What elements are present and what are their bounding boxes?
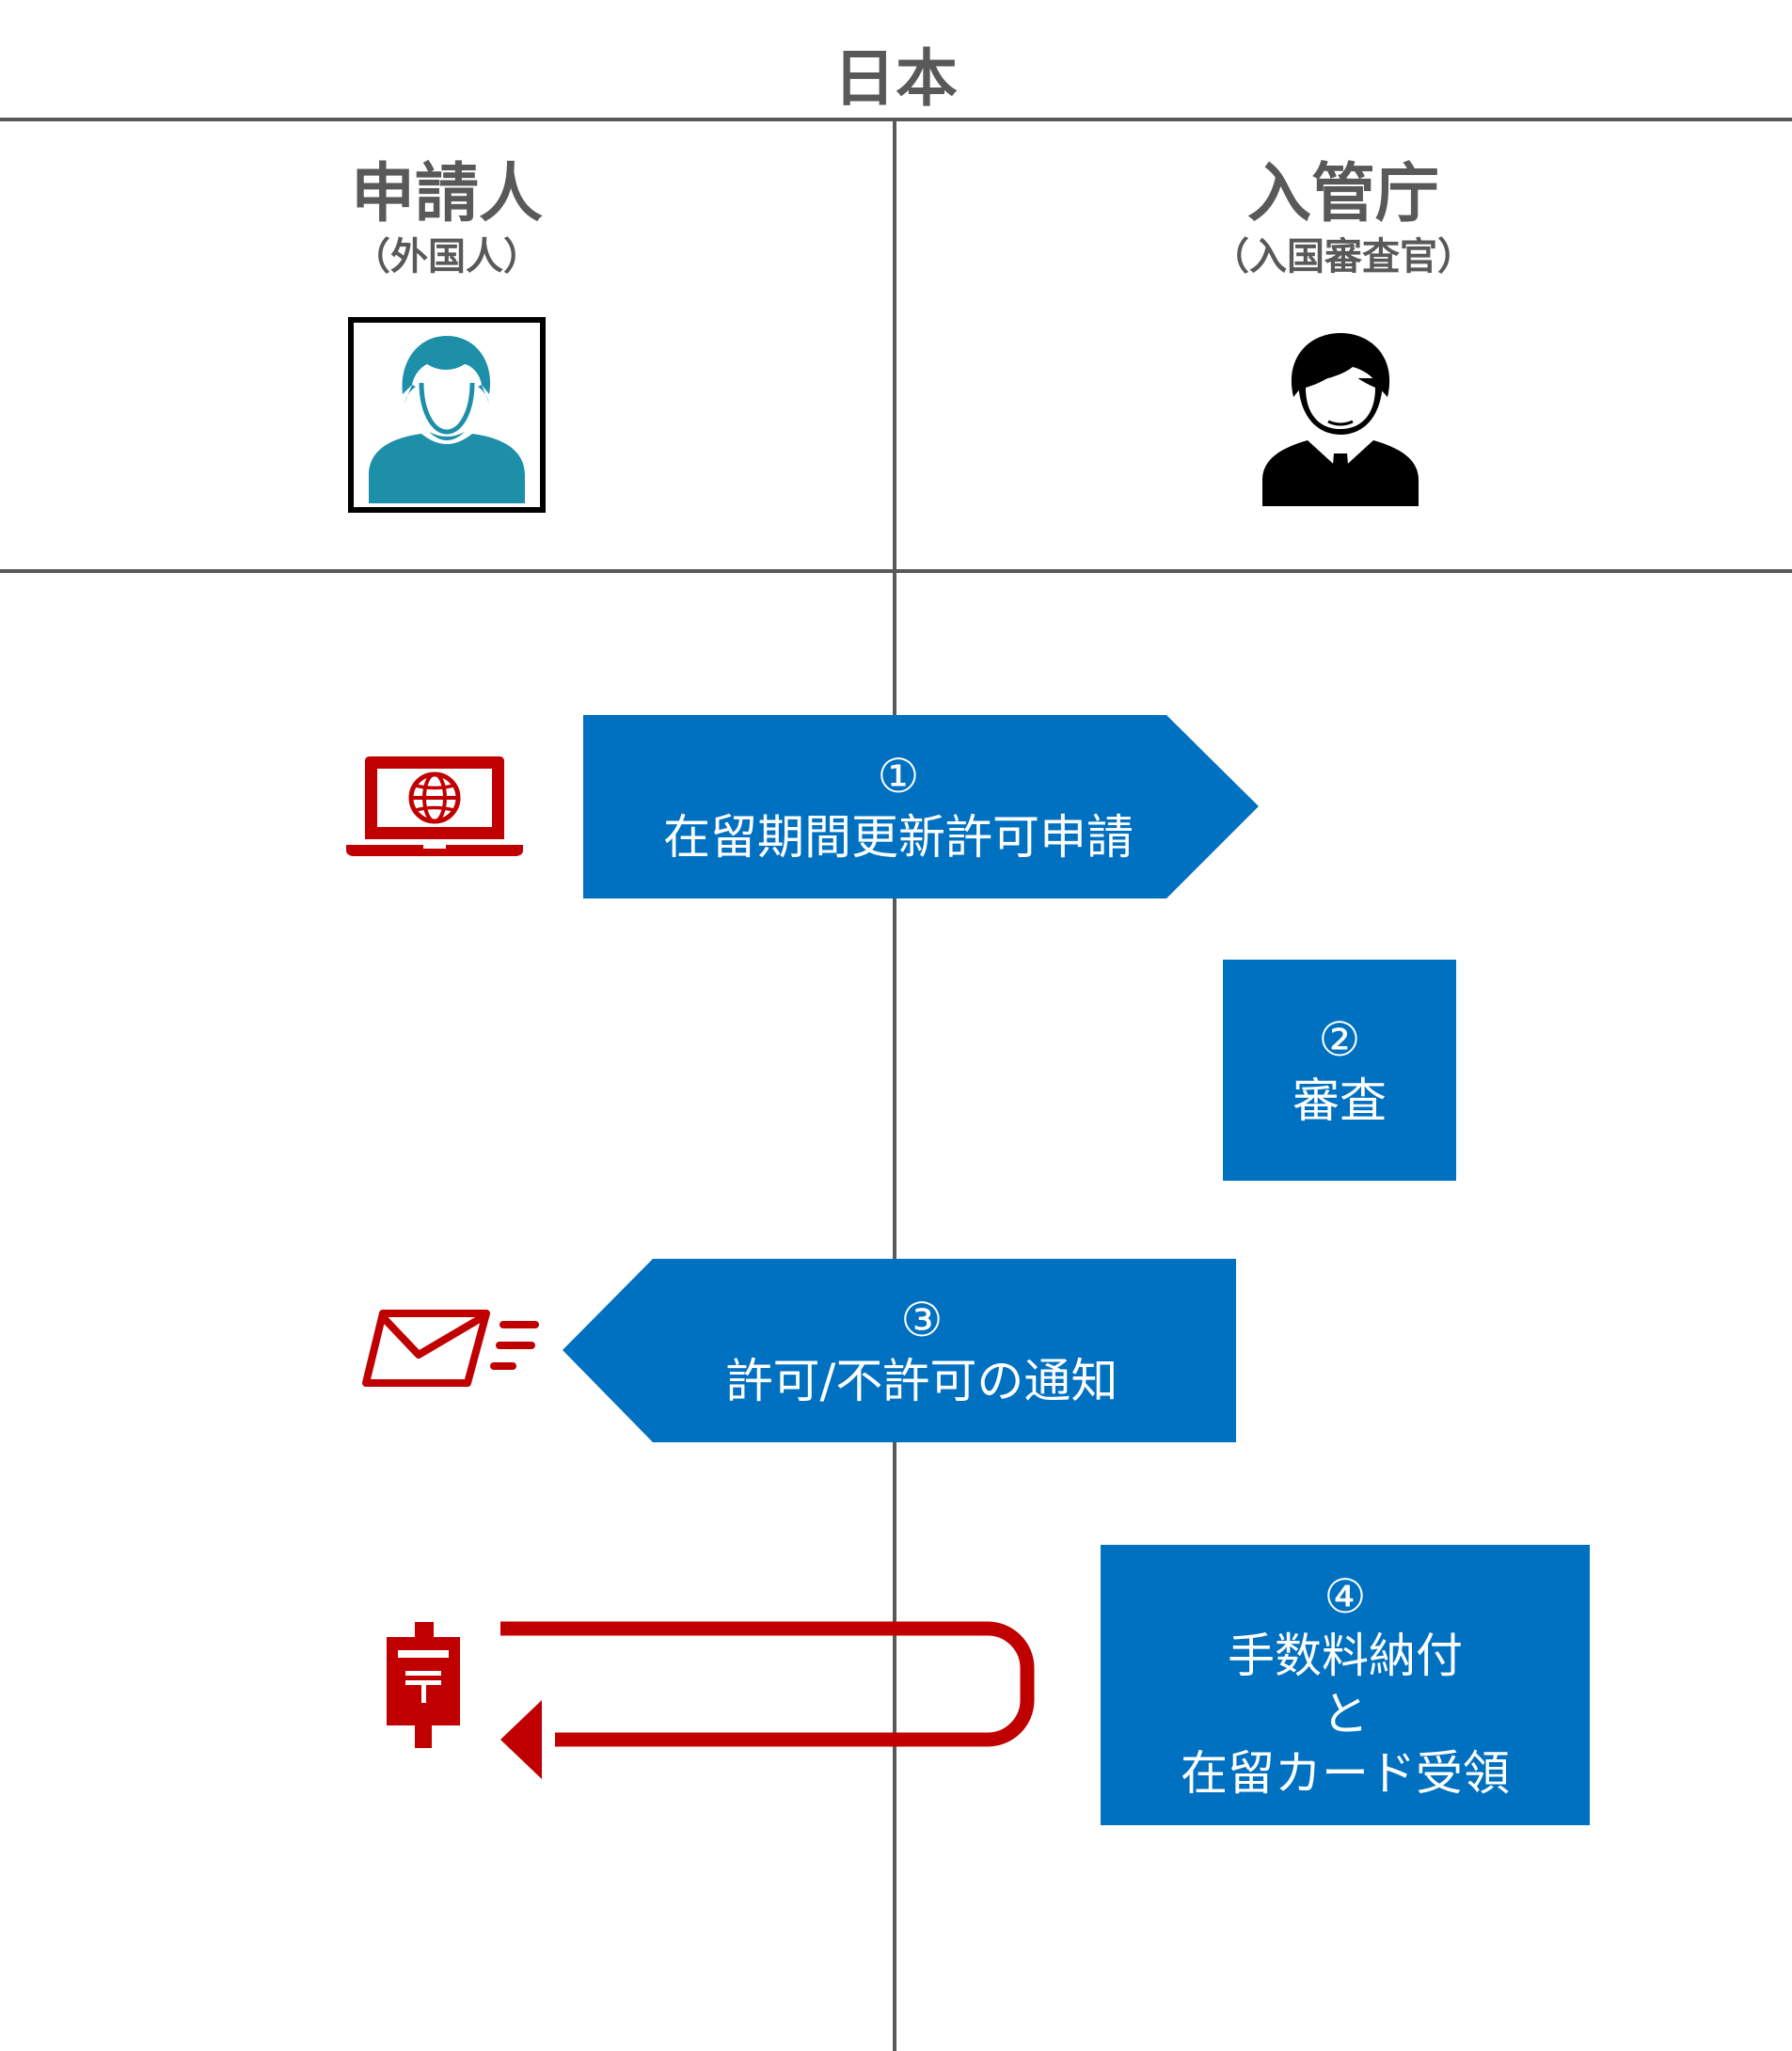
officer-icon <box>1262 333 1419 506</box>
step-2-number: ② <box>1318 1011 1361 1067</box>
step-4-line-1: 手数料納付 <box>1228 1628 1463 1683</box>
step-4-line-2: と <box>1322 1687 1369 1741</box>
applicant-subtitle: （外国人） <box>353 235 541 278</box>
step-4-line-3: 在留カード受領 <box>1181 1745 1510 1801</box>
step-3-number: ③ <box>900 1292 944 1347</box>
laptop-globe-icon <box>346 756 523 856</box>
lane-divider <box>893 118 896 2051</box>
step-1-request: ① 在留期間更新許可申請 <box>583 715 1213 898</box>
country-title: 日本 <box>833 42 958 115</box>
step-4-payment: ④ 手数料納付 と 在留カード受領 <box>1101 1545 1590 1825</box>
immigration-subtitle: （入国審査官） <box>1212 235 1475 278</box>
step-3-label: 許可/不許可の通知 <box>725 1353 1118 1408</box>
step-1-label: 在留期間更新許可申請 <box>663 809 1134 865</box>
step-4-number: ④ <box>1324 1569 1367 1624</box>
mail-send-icon <box>362 1310 539 1387</box>
step-1-number: ① <box>877 748 920 803</box>
step-2-review: ② 審査 <box>1223 960 1456 1181</box>
applicant-avatar-icon <box>348 317 546 513</box>
step-3-arrow-shape <box>563 1259 1236 1442</box>
return-arrow-icon <box>500 1621 1035 1779</box>
step-1-arrow-shape <box>583 715 1259 898</box>
postbox-icon <box>387 1622 460 1748</box>
step-3-notification: ③ 許可/不許可の通知 <box>640 1259 1204 1442</box>
applicant-title: 申請人 <box>350 157 543 231</box>
immigration-title: 入管庁 <box>1246 157 1439 231</box>
step-2-label: 審査 <box>1292 1073 1387 1128</box>
